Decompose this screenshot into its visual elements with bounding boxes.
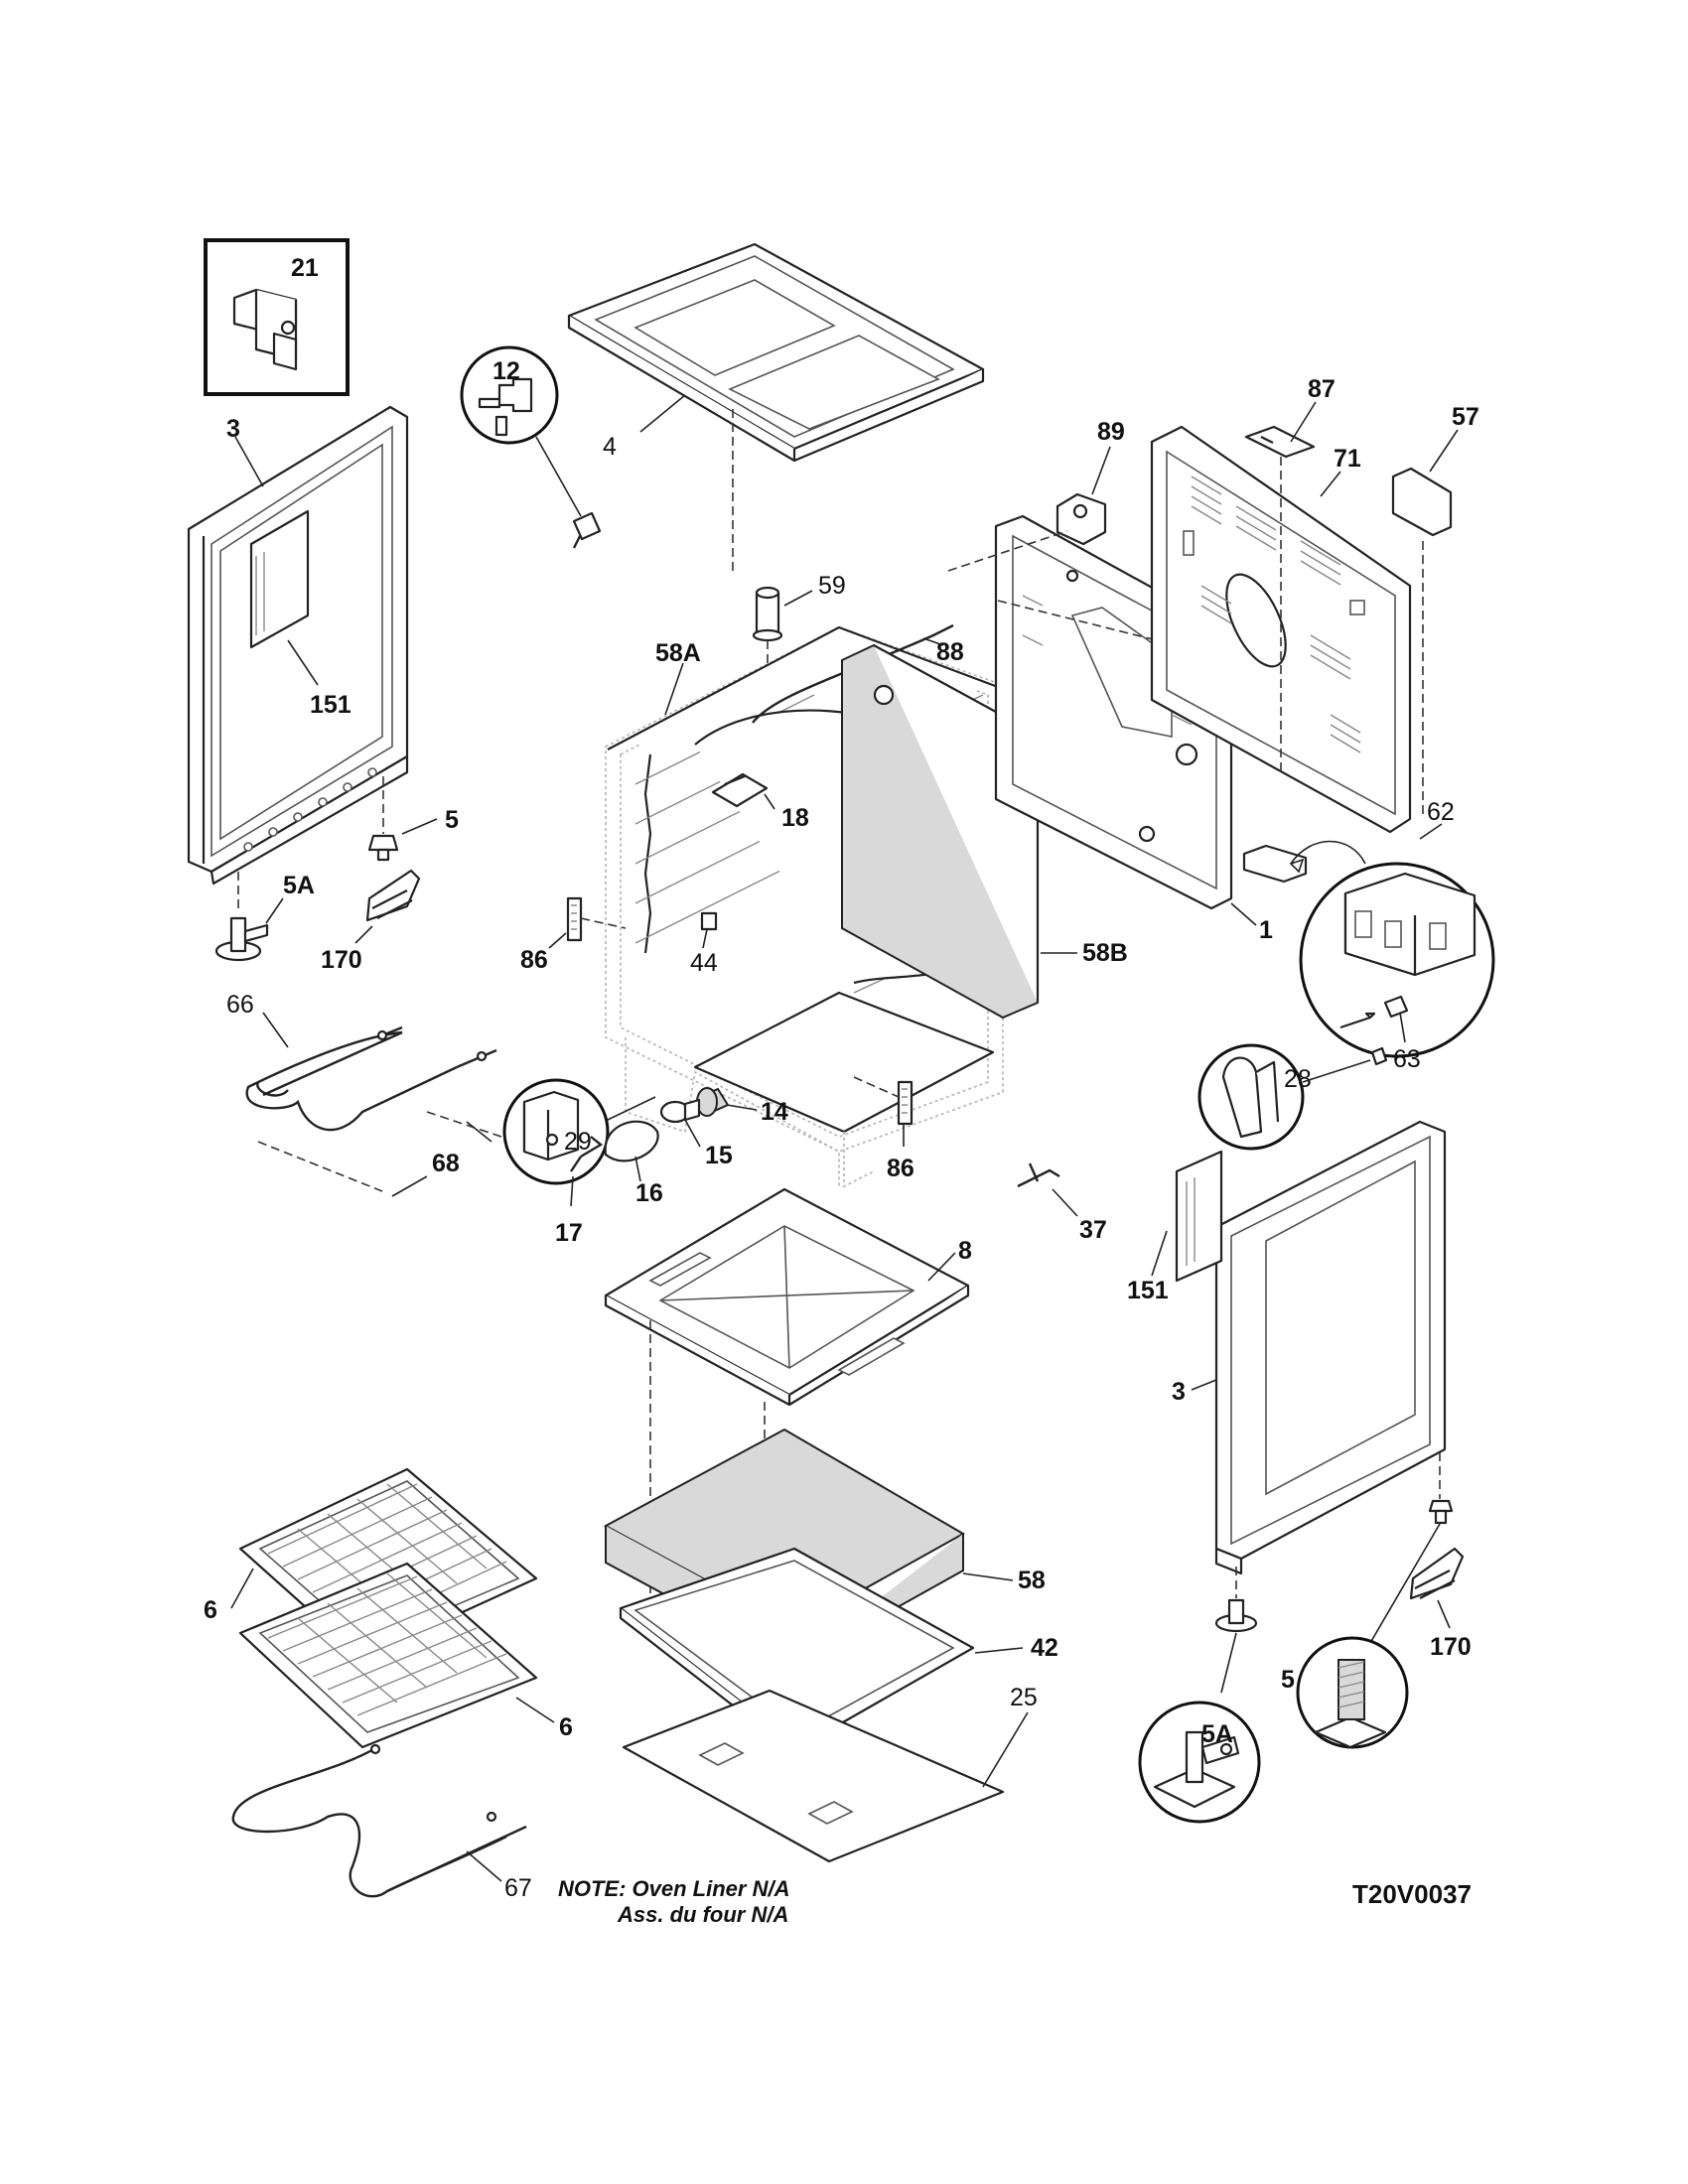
part-4-top-plate: 4 xyxy=(567,242,985,463)
callout-86-right: 86 xyxy=(887,1155,914,1182)
note-line-2: Ass. du four N/A xyxy=(617,1902,788,1927)
part-59-fitting: 59 xyxy=(752,572,846,642)
callout-59: 59 xyxy=(818,572,846,600)
callout-67: 67 xyxy=(504,1874,532,1902)
part-66-bake-element: 66 xyxy=(226,991,497,1132)
callout-5-left: 5 xyxy=(445,806,459,834)
part-151-right-bracket: 151 xyxy=(1127,1150,1223,1304)
part-12-detail: 12 xyxy=(460,345,582,517)
part-6-lower-rack: 6 xyxy=(238,1562,573,1749)
callout-6-bottom: 6 xyxy=(559,1713,573,1741)
callout-15: 15 xyxy=(705,1142,733,1169)
callout-58: 58 xyxy=(1018,1567,1046,1594)
part-62-detail: 63 xyxy=(1299,862,1495,1073)
callout-37: 37 xyxy=(1079,1216,1107,1244)
callout-88: 88 xyxy=(936,638,964,666)
callout-17: 17 xyxy=(555,1219,583,1247)
part-12-sensor xyxy=(572,511,602,549)
part-5a-right-leg xyxy=(1214,1598,1258,1694)
part-170-right-bracket: 170 xyxy=(1409,1547,1472,1661)
callout-151-left: 151 xyxy=(310,691,352,719)
part-37-sensor-wire: 37 xyxy=(1017,1162,1107,1244)
part-44-light-socket: 44 xyxy=(690,911,718,977)
part-15-bulb: 15 xyxy=(659,1098,733,1169)
rear-panel-vents xyxy=(1191,476,1361,753)
part-5a-detail: 5A xyxy=(1138,1701,1261,1824)
callout-16: 16 xyxy=(635,1179,663,1207)
callout-44: 44 xyxy=(690,949,718,977)
drawing-code: T20V0037 xyxy=(1352,1879,1472,1909)
callout-21: 21 xyxy=(291,254,319,282)
callout-8: 8 xyxy=(958,1237,972,1265)
part-25-bottom-panel: 25 xyxy=(622,1684,1038,1863)
callout-86-left: 86 xyxy=(520,946,548,974)
callout-1: 1 xyxy=(1259,916,1273,944)
callout-89: 89 xyxy=(1097,418,1125,446)
part-21-inset: 21 xyxy=(204,238,350,396)
part-62-terminal-block: 62 xyxy=(1242,798,1455,884)
part-18-bracket: 18 xyxy=(711,772,809,832)
callout-29: 29 xyxy=(564,1128,592,1156)
callout-66: 66 xyxy=(226,991,254,1019)
callout-25: 25 xyxy=(1010,1684,1038,1711)
part-42-frame: 42 xyxy=(619,1547,1058,1759)
callout-28: 28 xyxy=(1284,1065,1312,1093)
callout-170-right: 170 xyxy=(1430,1633,1472,1661)
callout-63: 63 xyxy=(1393,1045,1421,1073)
callout-68: 68 xyxy=(432,1150,460,1177)
callout-58b: 58B xyxy=(1082,939,1128,967)
part-87-clip: 87 xyxy=(1244,375,1336,459)
left-side-panel: 3 151 xyxy=(187,405,409,886)
part-16-lens: 16 xyxy=(604,1120,663,1207)
part-5-detail: 5 xyxy=(1281,1636,1409,1749)
part-88-wire: 88 xyxy=(752,623,964,724)
part-170-left-bracket: 170 xyxy=(321,869,421,974)
part-14-light-socket: 14 xyxy=(696,1087,788,1126)
part-5-right-leveler xyxy=(1369,1499,1454,1644)
callout-14: 14 xyxy=(761,1098,788,1126)
part-28-detail: 28 xyxy=(1197,1043,1371,1151)
part-68-element-marker: 68 xyxy=(391,1121,492,1197)
callout-87: 87 xyxy=(1308,375,1336,403)
part-67-broil-element: 67 xyxy=(231,1743,532,1902)
callout-12: 12 xyxy=(492,357,520,385)
callout-3-right: 3 xyxy=(1172,1378,1186,1406)
part-86-right-hinge-receptacle: 86 xyxy=(887,1080,914,1182)
part-29-detail: 29 xyxy=(502,1078,656,1185)
left-panel-holes xyxy=(243,767,377,852)
callout-151-right: 151 xyxy=(1127,1277,1169,1304)
callout-3-left: 3 xyxy=(226,415,240,443)
right-side-panel: 3 xyxy=(1172,1120,1447,1575)
callout-62: 62 xyxy=(1427,798,1455,826)
callout-58a: 58A xyxy=(655,639,701,667)
part-28-clip xyxy=(1370,1046,1388,1066)
callout-71: 71 xyxy=(1334,445,1361,473)
callout-6-top: 6 xyxy=(204,1596,217,1624)
callout-42: 42 xyxy=(1031,1634,1058,1662)
part-86-left-hinge-receptacle: 86 xyxy=(520,896,583,974)
part-151-left-bracket xyxy=(249,509,310,649)
note-oven-liner: NOTE: Oven Liner N/A Ass. du four N/A xyxy=(558,1876,789,1927)
part-21-clip xyxy=(232,288,298,371)
part-8-oven-bottom: 8 xyxy=(604,1187,972,1407)
callout-18: 18 xyxy=(781,804,809,832)
note-line-1: NOTE: Oven Liner N/A xyxy=(558,1876,789,1901)
callout-5a-left: 5A xyxy=(283,872,315,899)
part-57-cover: 57 xyxy=(1391,403,1479,537)
part-89-terminal: 89 xyxy=(1055,418,1125,546)
part-17-wire-clip: 17 xyxy=(555,1136,604,1247)
callout-57: 57 xyxy=(1452,403,1479,431)
callout-170-left: 170 xyxy=(321,946,362,974)
part-5-left-leveler: 5 xyxy=(367,806,459,862)
callout-4: 4 xyxy=(603,433,617,461)
callout-5-right: 5 xyxy=(1281,1666,1295,1694)
part-5a-left-leg: 5A xyxy=(214,872,315,962)
callout-5a-right: 5A xyxy=(1201,1720,1233,1748)
